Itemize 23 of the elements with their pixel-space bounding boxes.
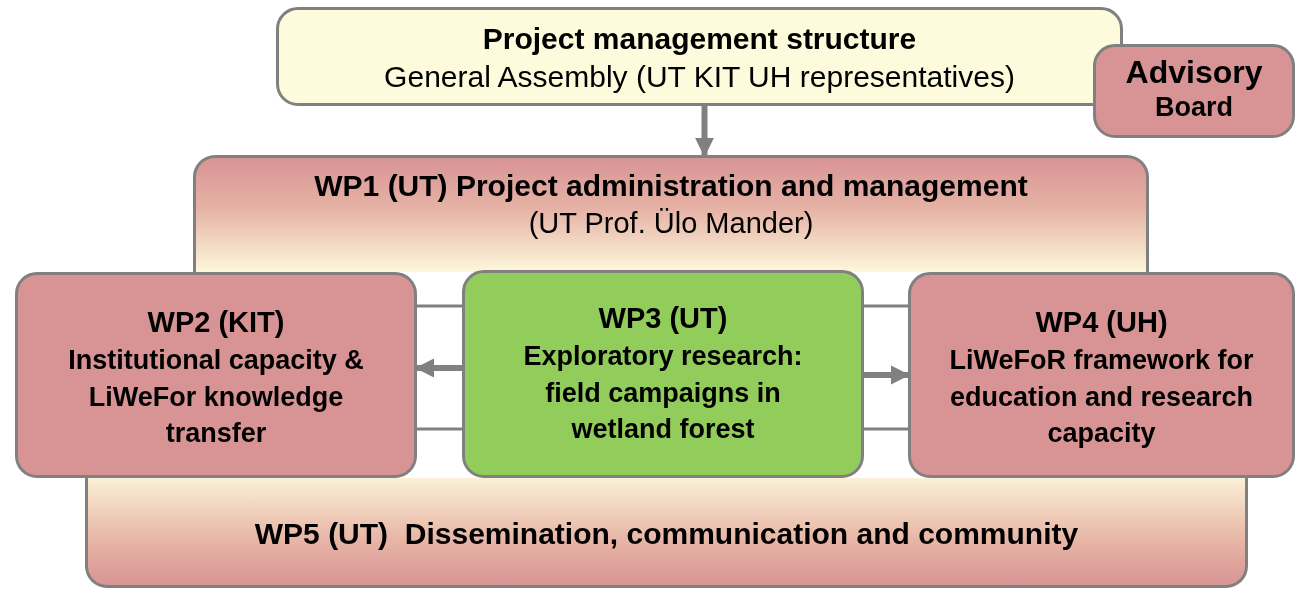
description: Exploratory research: field campaigns in wetland forest bbox=[522, 340, 804, 446]
description: LiWeFoR framework for education and research capacity bbox=[948, 344, 1255, 450]
arrow bbox=[415, 358, 462, 378]
heading: Advisory bbox=[1125, 53, 1263, 92]
work-package-box bbox=[193, 155, 1149, 272]
heading: WP1 (UT) Project administration and management bbox=[314, 168, 1028, 204]
arrow bbox=[694, 106, 715, 157]
description: Institutional capacity & LiWeFor knowledge transfer bbox=[67, 344, 365, 450]
description: General Assembly (UT KIT UH representatives) bbox=[384, 58, 1015, 95]
heading: WP5 (UT) Dissemination, communication and community bbox=[254, 516, 1079, 552]
work-package-box bbox=[462, 270, 864, 478]
arrow bbox=[864, 365, 910, 385]
heading: Project management structure bbox=[482, 21, 917, 57]
work-package-box bbox=[85, 478, 1248, 588]
heading: WP2 (KIT) bbox=[147, 305, 285, 340]
structure-box bbox=[276, 7, 1123, 106]
advisory-box bbox=[1093, 44, 1295, 138]
work-package-box bbox=[908, 272, 1295, 478]
heading: WP3 (UT) bbox=[598, 301, 728, 336]
work-package-box bbox=[15, 272, 417, 478]
heading: WP4 (UH) bbox=[1035, 305, 1168, 340]
description: (UT Prof. Ülo Mander) bbox=[528, 206, 814, 241]
description: Board bbox=[1155, 91, 1233, 124]
